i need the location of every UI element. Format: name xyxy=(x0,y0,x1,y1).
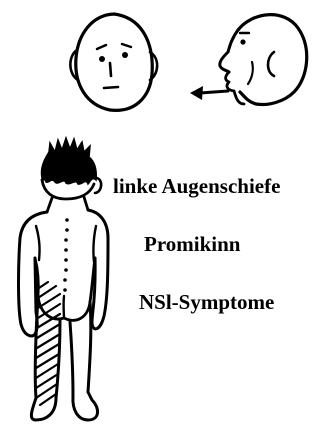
back-figure-sketch xyxy=(19,138,109,420)
front-face-sketch xyxy=(70,14,157,110)
label-prominent-chin: Promikinn xyxy=(144,234,240,255)
arrow-left-icon xyxy=(190,86,228,100)
label-nsi-symptoms: NSl-Symptome xyxy=(139,292,274,313)
label-left-eye-tilt: linke Augenschiefe xyxy=(113,176,280,197)
spine-dots xyxy=(63,218,69,292)
profile-face-sketch xyxy=(220,15,307,105)
hair xyxy=(41,138,96,184)
